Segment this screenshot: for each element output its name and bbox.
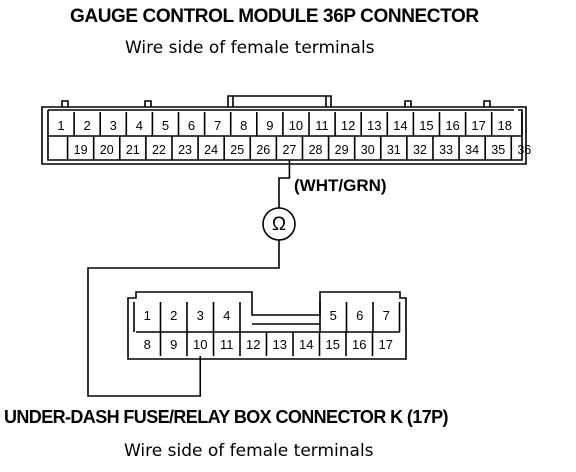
top-pin-label: 6 [188, 118, 195, 133]
bottom-connector-title: UNDER-DASH FUSE/RELAY BOX CONNECTOR K (1… [4, 407, 449, 427]
top-pin-label: 5 [162, 118, 169, 133]
top-pin-label: 20 [100, 143, 114, 157]
top-pin-label: 11 [315, 118, 329, 133]
top-connector-housing [41, 106, 527, 165]
top-connector-key-tab [144, 100, 152, 107]
top-pin-label: 18 [498, 118, 512, 133]
bottom-pin-label: 5 [330, 308, 337, 323]
top-pin-label: 10 [289, 118, 303, 133]
top-pin-label: 27 [282, 143, 296, 157]
top-pin-label: 17 [471, 118, 485, 133]
bottom-pin-label: 1 [144, 308, 151, 323]
top-pin-label: 19 [74, 143, 88, 157]
bottom-pin-label: 3 [197, 308, 204, 323]
top-pin-label: 28 [309, 143, 323, 157]
wire-color-label: (WHT/GRN) [294, 176, 387, 195]
bottom-pin-label: 13 [273, 337, 287, 352]
top-pin-label: 21 [126, 143, 140, 157]
top-pin-label: 25 [230, 143, 244, 157]
bottom-pin-label: 4 [223, 308, 230, 323]
top-pin-label: 1 [57, 118, 64, 133]
top-pin-label: 14 [393, 118, 407, 133]
top-pin-label: 35 [491, 143, 505, 157]
bottom-pin-label: 10 [193, 337, 207, 352]
top-pin-label: 9 [266, 118, 273, 133]
top-pin-label: 4 [136, 118, 143, 133]
top-pin-label: 15 [419, 118, 433, 133]
top-pin-label: 30 [361, 143, 375, 157]
top-pin-label: 23 [178, 143, 192, 157]
bottom-pin-label: 17 [379, 337, 393, 352]
bottom-pin-label: 14 [299, 337, 313, 352]
top-connector-key-tab [61, 100, 69, 107]
top-pin-label: 36 [517, 143, 531, 157]
top-pin-label: 22 [152, 143, 166, 157]
top-connector-subtitle: Wire side of female terminals [125, 38, 375, 58]
bottom-pin-label: 7 [383, 308, 390, 323]
top-pin-label: 26 [256, 143, 270, 157]
bottom-connector-subtitle: Wire side of female terminals [124, 441, 374, 461]
top-connector-latch [227, 95, 332, 107]
top-connector-inner-frame [47, 109, 523, 161]
top-pin-label: 7 [214, 118, 221, 133]
bottom-connector-housing [127, 291, 407, 360]
top-pin-label: 24 [204, 143, 218, 157]
probe-wire-top [278, 160, 291, 208]
top-pin-label: 3 [110, 118, 117, 133]
top-pin-label: 34 [465, 143, 479, 157]
top-connector-key-tab [404, 100, 412, 107]
probe-wire-bottom [87, 240, 280, 397]
top-pin-label: 31 [387, 143, 401, 157]
bottom-pin-label: 9 [170, 337, 177, 352]
top-pin-label: 16 [445, 118, 459, 133]
bottom-pin-label: 12 [246, 337, 260, 352]
top-pin-label: 33 [439, 143, 453, 157]
bottom-pin-label: 16 [352, 337, 366, 352]
bottom-pin-label: 8 [144, 337, 151, 352]
bottom-pin-label: 11 [220, 337, 234, 352]
top-pin-label: 2 [84, 118, 91, 133]
top-pin-label: 12 [341, 118, 355, 133]
top-connector-title: GAUGE CONTROL MODULE 36P CONNECTOR [70, 6, 479, 27]
top-connector-key-tab [483, 100, 491, 107]
top-pin-label: 32 [413, 143, 427, 157]
bottom-pin-label: 15 [326, 337, 340, 352]
top-pin-label: 29 [335, 143, 349, 157]
top-pin-label: 8 [240, 118, 247, 133]
top-pin-label: 13 [367, 118, 381, 133]
bottom-pin-label: 6 [356, 308, 363, 323]
ohmmeter-symbol: Ω [272, 214, 286, 235]
bottom-pin-label: 2 [170, 308, 177, 323]
